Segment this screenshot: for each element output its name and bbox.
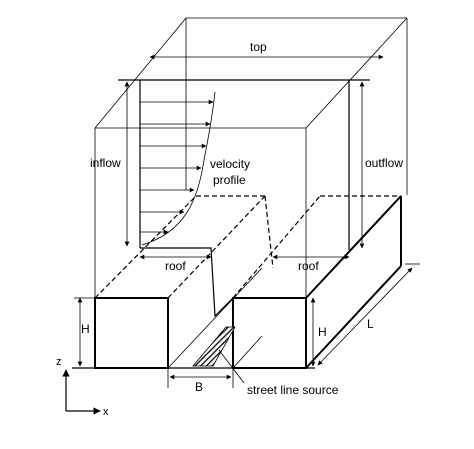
h-right-label: H [318, 325, 327, 339]
b-label: B [195, 380, 203, 394]
roof-right-label: roof [298, 259, 319, 273]
roof-left-label: roof [165, 259, 186, 273]
inflow-label: inflow [90, 156, 121, 170]
axis-z-label: z [56, 356, 62, 368]
velocity-profile [140, 91, 216, 246]
axis-x-label: x [103, 406, 109, 418]
source-leader-line [218, 349, 245, 384]
l-arrow [317, 267, 413, 366]
profile-label: profile [213, 173, 246, 187]
canyon-ground [72, 247, 315, 369]
source-label: street line source [247, 383, 339, 397]
outflow-label: outflow [365, 156, 403, 170]
domain-box [94, 17, 408, 298]
velocity-label: velocity [210, 157, 250, 171]
l-label: L [367, 317, 374, 331]
coordinate-axes [62, 369, 101, 415]
street-line-source [192, 326, 236, 367]
top-label: top [250, 40, 267, 54]
flow-planes [118, 79, 370, 250]
h-left-label: H [81, 322, 90, 336]
right-building [232, 195, 402, 369]
